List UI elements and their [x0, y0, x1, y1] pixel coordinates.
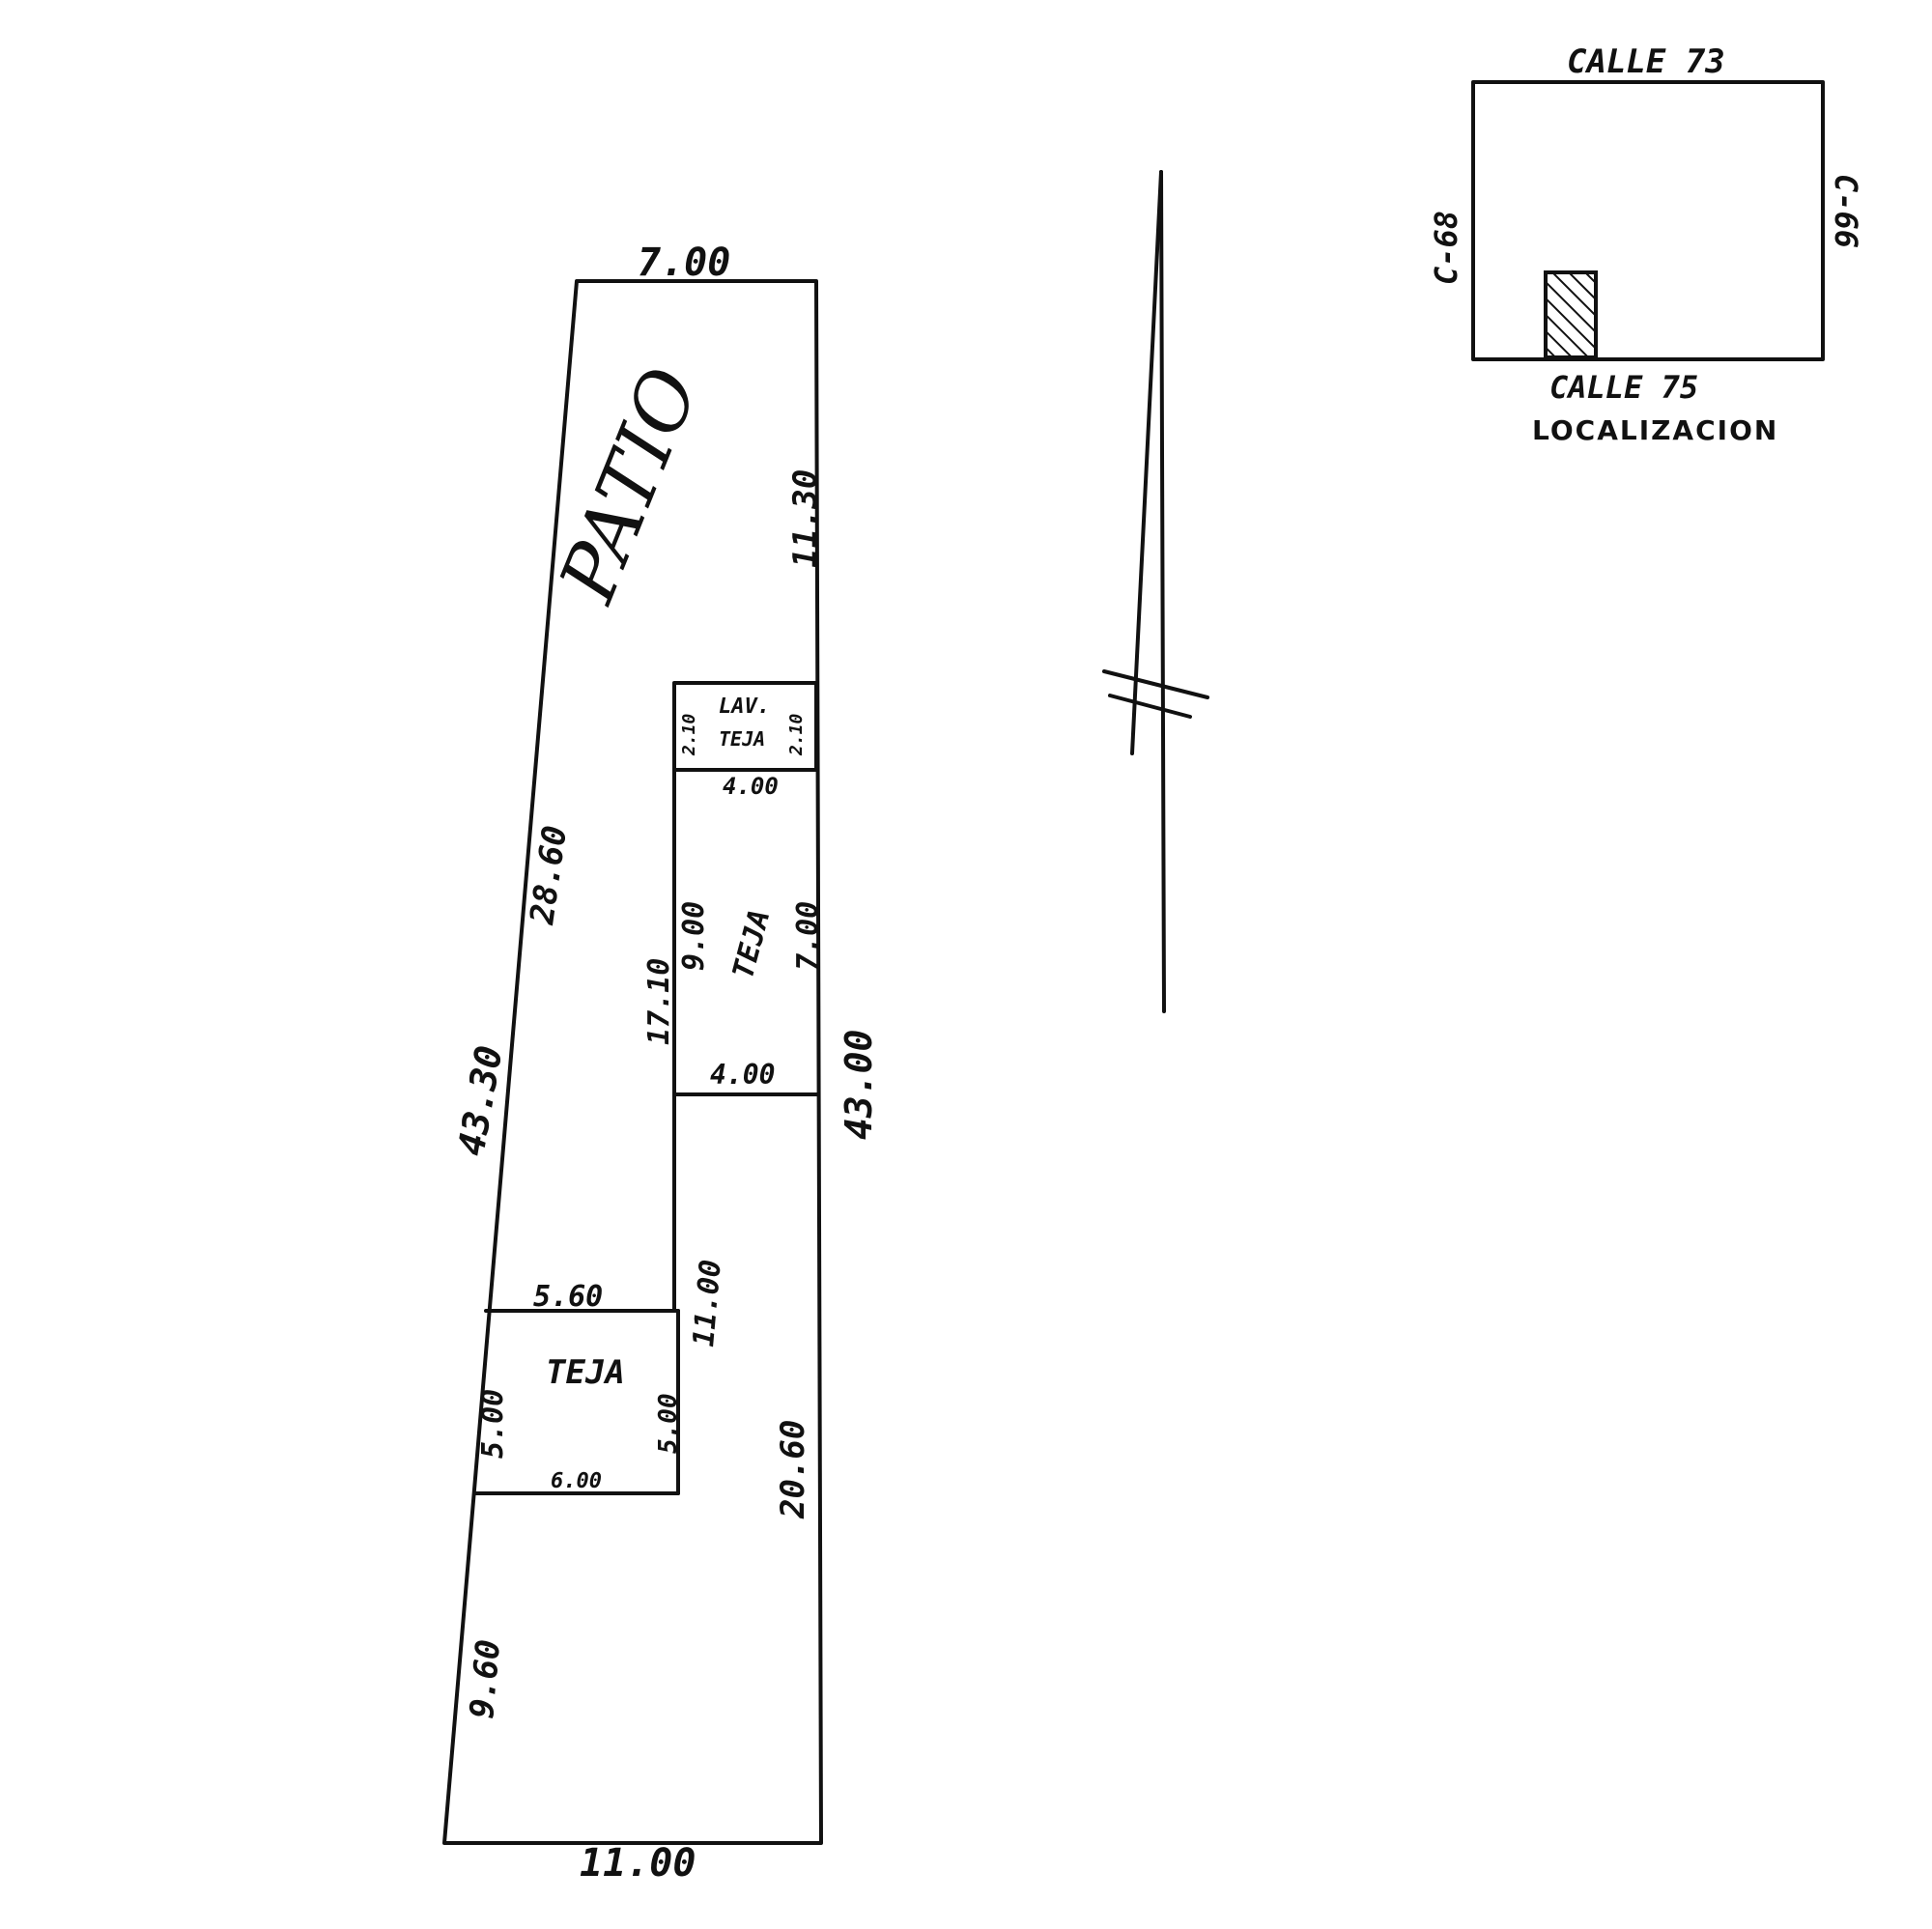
- lower-bottom-dim: 6.00: [551, 1469, 602, 1493]
- location-bottom-street: CALLE 75: [1549, 369, 1698, 406]
- lower-room-label: TEJA: [546, 1353, 625, 1392]
- north-arrow-icon: [1102, 170, 1209, 1013]
- hatched-lot-icon: [1544, 270, 1598, 359]
- lav-label-bottom: TEJA: [719, 727, 765, 751]
- center-left-dim: 9.00: [677, 901, 711, 971]
- lower-right-dim: 5.00: [654, 1393, 683, 1454]
- lower-left-dim: 5.00: [476, 1389, 510, 1459]
- lower-upper-dim: 11.00: [687, 1259, 728, 1348]
- center-room: [672, 768, 820, 1313]
- lav-left-dim: 2.10: [679, 713, 699, 756]
- lav-label-top: LAV.: [719, 695, 770, 719]
- center-outer-left-dim: 17.10: [642, 958, 676, 1045]
- dim-left-total: 43.30: [450, 1042, 511, 1158]
- location-caption: LOCALIZACION: [1532, 414, 1778, 446]
- location-right-street: C-66: [1828, 174, 1864, 248]
- dim-right-lower: 20.60: [774, 1420, 812, 1519]
- center-room-label: TEJA: [726, 906, 778, 982]
- lav-right-dim: 2.10: [786, 713, 807, 756]
- dim-right-upper: 11.30: [786, 469, 825, 568]
- center-right-dim: 7.00: [791, 901, 825, 971]
- lav-room: [672, 681, 818, 772]
- lower-room: [472, 1309, 680, 1495]
- lower-top-dim: 5.60: [533, 1280, 603, 1314]
- location-map: CALLE 73 CALLE 75 C-68 C-66 LOCALIZACION: [1428, 43, 1864, 446]
- dim-left-lower: 9.60: [463, 1638, 508, 1720]
- lot-outline: [442, 279, 823, 1845]
- dim-right-total: 43.00: [838, 1030, 880, 1140]
- dim-top-width: 7.00: [638, 241, 730, 285]
- dim-bottom-width: 11.00: [580, 1841, 696, 1886]
- lav-bottom-dim: 4.00: [723, 773, 779, 800]
- location-top-street: CALLE 73: [1567, 43, 1725, 81]
- location-left-street: C-68: [1428, 211, 1464, 285]
- center-bottom-dim: 4.00: [710, 1059, 775, 1091]
